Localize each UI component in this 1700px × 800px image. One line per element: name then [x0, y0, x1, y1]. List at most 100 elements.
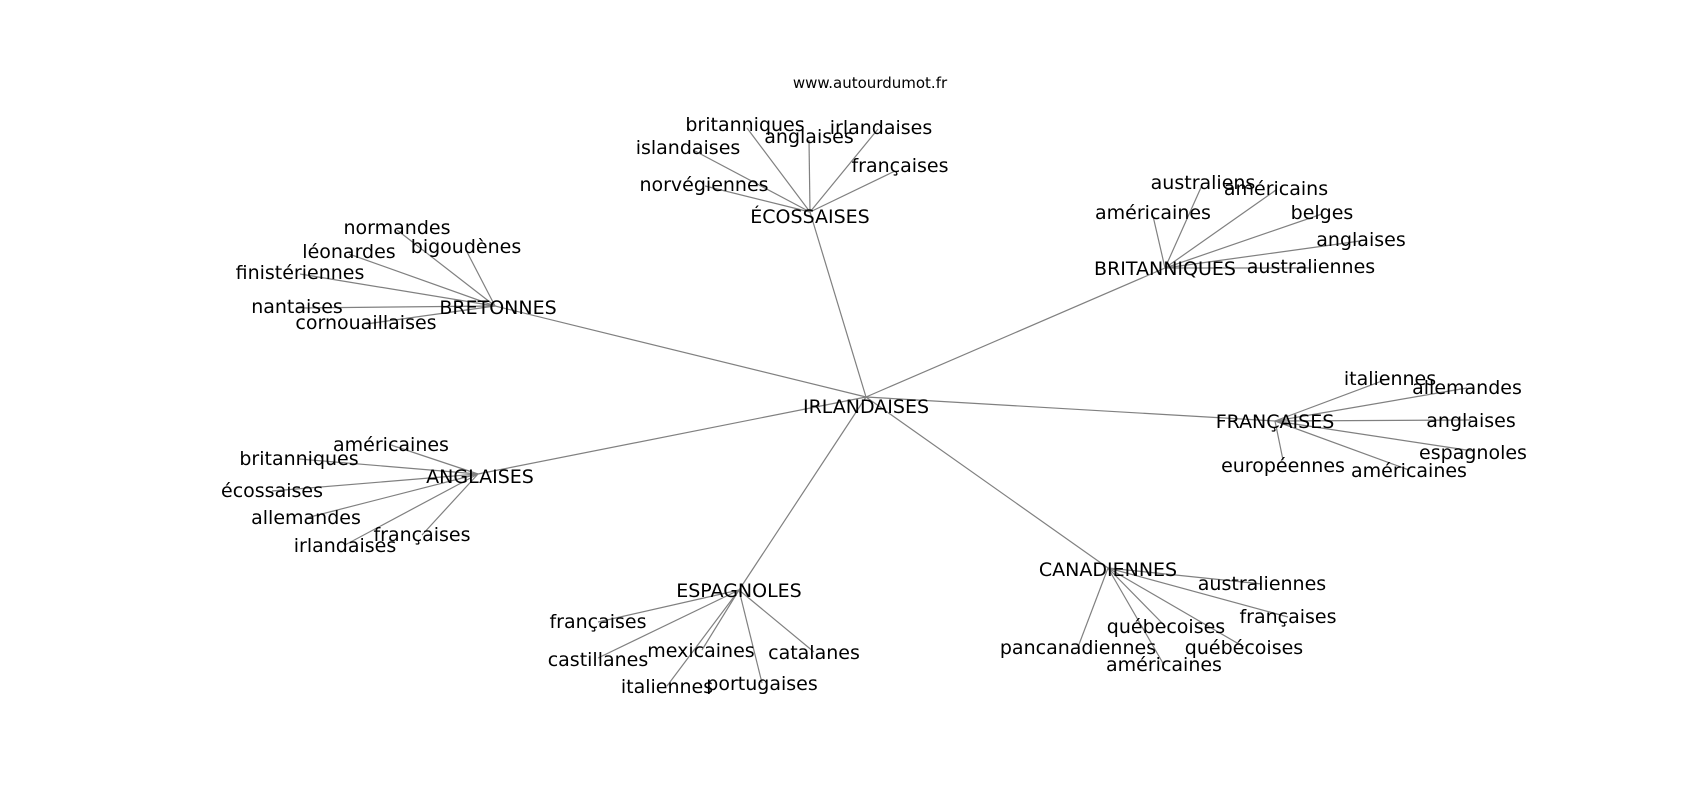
- word-node-label: belges: [1291, 202, 1354, 224]
- hub-node-label: CANADIENNES: [1039, 559, 1177, 581]
- word-node-label: pancanadiennes: [1000, 637, 1156, 659]
- edge-hub-to-word: [809, 128, 879, 213]
- edge-hub-to-word: [390, 444, 479, 475]
- word-node-label: irlandaises: [830, 117, 933, 139]
- edge-hub-to-word: [1107, 567, 1165, 666]
- center-node-label: IRLANDAISES: [803, 396, 929, 418]
- word-node-label: québecoises: [1107, 616, 1225, 638]
- word-node-label: françaises: [851, 155, 948, 177]
- edge-hub-to-word: [305, 473, 479, 519]
- edge-center-to-hub: [865, 396, 1276, 422]
- word-node-label: italiennes: [1344, 368, 1436, 390]
- edge-hub-to-word: [1164, 189, 1277, 269]
- edge-hub-to-word: [692, 149, 811, 213]
- edge-hub-to-word: [746, 127, 811, 213]
- word-node-label: américaines: [1106, 654, 1222, 676]
- edge-hub-to-word: [1274, 420, 1284, 461]
- edge-hub-to-word: [344, 473, 479, 546]
- edge-hub-to-word: [738, 589, 815, 653]
- hub-node-label: ÉCOSSAISES: [750, 205, 869, 228]
- word-node-label: espagnoles: [1419, 442, 1527, 464]
- word-node-label: normandes: [344, 217, 451, 239]
- graph-labels: www.autourdumot.fr IRLANDAISES ÉCOSSAISES…: [221, 74, 1527, 698]
- edge-hub-to-word: [1274, 387, 1468, 422]
- edge-hub-to-word: [1274, 420, 1410, 471]
- edge-hub-to-word: [298, 458, 479, 475]
- edge-hub-to-word: [1274, 377, 1391, 422]
- word-node-label: nantaises: [251, 296, 343, 318]
- word-node-label: américaines: [1351, 460, 1467, 482]
- word-node-label: québécoises: [1185, 637, 1303, 659]
- word-node-label: américaines: [333, 434, 449, 456]
- edge-hub-to-word: [365, 305, 496, 325]
- edge-center-to-hub: [865, 267, 1166, 398]
- edge-hub-to-word: [348, 253, 496, 307]
- edge-hub-to-word: [1107, 567, 1167, 628]
- edge-hub-to-word: [1107, 567, 1289, 618]
- hub-node-label: FRANÇAISES: [1216, 411, 1335, 433]
- word-node-label: allemandes: [251, 507, 361, 529]
- edge-hub-to-word: [809, 170, 896, 213]
- word-node-label: finistériennes: [236, 262, 365, 284]
- hub-node-label: BRITANNIQUES: [1094, 258, 1236, 280]
- edge-hub-to-word: [1107, 567, 1245, 648]
- edge-hub-to-word: [1164, 240, 1361, 269]
- word-node-label: australiennes: [1198, 573, 1326, 595]
- edge-hub-to-word: [421, 473, 479, 536]
- word-node-label: bigoudènes: [411, 236, 521, 258]
- word-node-label: cornouaillaises: [295, 312, 436, 334]
- edge-hub-to-word: [271, 473, 479, 492]
- word-node-label: françaises: [549, 611, 646, 633]
- word-node-label: italiennes: [621, 676, 713, 698]
- word-node-label: allemandes: [1412, 377, 1522, 399]
- word-node-label: anglaises: [1426, 410, 1515, 432]
- hub-node-label: ANGLAISES: [426, 466, 534, 488]
- edge-hub-to-word: [701, 589, 740, 651]
- word-node-label: américaines: [1095, 202, 1211, 224]
- word-node-label: françaises: [1239, 606, 1336, 628]
- edge-hub-to-word: [597, 589, 740, 623]
- edge-hub-to-word: [597, 589, 740, 659]
- edge-hub-to-word: [704, 185, 811, 213]
- edge-hub-to-word: [465, 249, 496, 307]
- word-node-label: anglaises: [1316, 229, 1405, 251]
- hub-node-label: BRETONNES: [439, 297, 556, 319]
- word-node-label: européennes: [1221, 455, 1345, 477]
- word-node-label: américains: [1224, 178, 1328, 200]
- edge-hub-to-word: [299, 273, 496, 307]
- word-node-label: britanniques: [239, 448, 358, 470]
- edge-hub-to-word: [808, 139, 811, 213]
- edge-center-to-hub: [865, 396, 1109, 569]
- edge-hub-to-word: [1274, 419, 1472, 422]
- edge-hub-to-word: [1152, 215, 1166, 269]
- edge-hub-to-word: [738, 589, 763, 684]
- word-node-label: françaises: [373, 524, 470, 546]
- word-node-label: irlandaises: [294, 535, 397, 557]
- edge-hub-to-word: [666, 589, 740, 687]
- edge-hub-to-word: [1107, 567, 1263, 585]
- watermark-text: www.autourdumot.fr: [793, 74, 948, 92]
- edge-center-to-hub: [809, 211, 867, 398]
- edge-center-to-hub: [494, 305, 867, 398]
- word-node-label: castillanes: [548, 649, 649, 671]
- word-node-label: léonardes: [302, 241, 395, 263]
- word-node-label: écossaises: [221, 480, 323, 502]
- word-node-label: anglaises: [764, 126, 853, 148]
- edge-hub-to-word: [1164, 182, 1204, 269]
- hub-node-label: ESPAGNOLES: [676, 580, 802, 602]
- edge-hub-to-word: [1077, 567, 1109, 648]
- word-node-label: australiens: [1151, 172, 1256, 194]
- word-node-label: britanniques: [685, 114, 804, 136]
- word-node-label: islandaises: [636, 137, 741, 159]
- word-node-label: portugaises: [706, 673, 817, 695]
- edge-hub-to-word: [1164, 213, 1323, 269]
- edge-hub-to-word: [396, 229, 496, 307]
- edge-hub-to-word: [1274, 420, 1474, 452]
- edge-center-to-hub: [477, 396, 867, 475]
- edge-hub-to-word: [296, 305, 496, 309]
- word-node-label: australiennes: [1247, 256, 1375, 278]
- word-node-label: norvégiennes: [639, 174, 768, 196]
- edge-center-to-hub: [738, 396, 867, 591]
- word-node-label: mexicaines: [647, 640, 754, 662]
